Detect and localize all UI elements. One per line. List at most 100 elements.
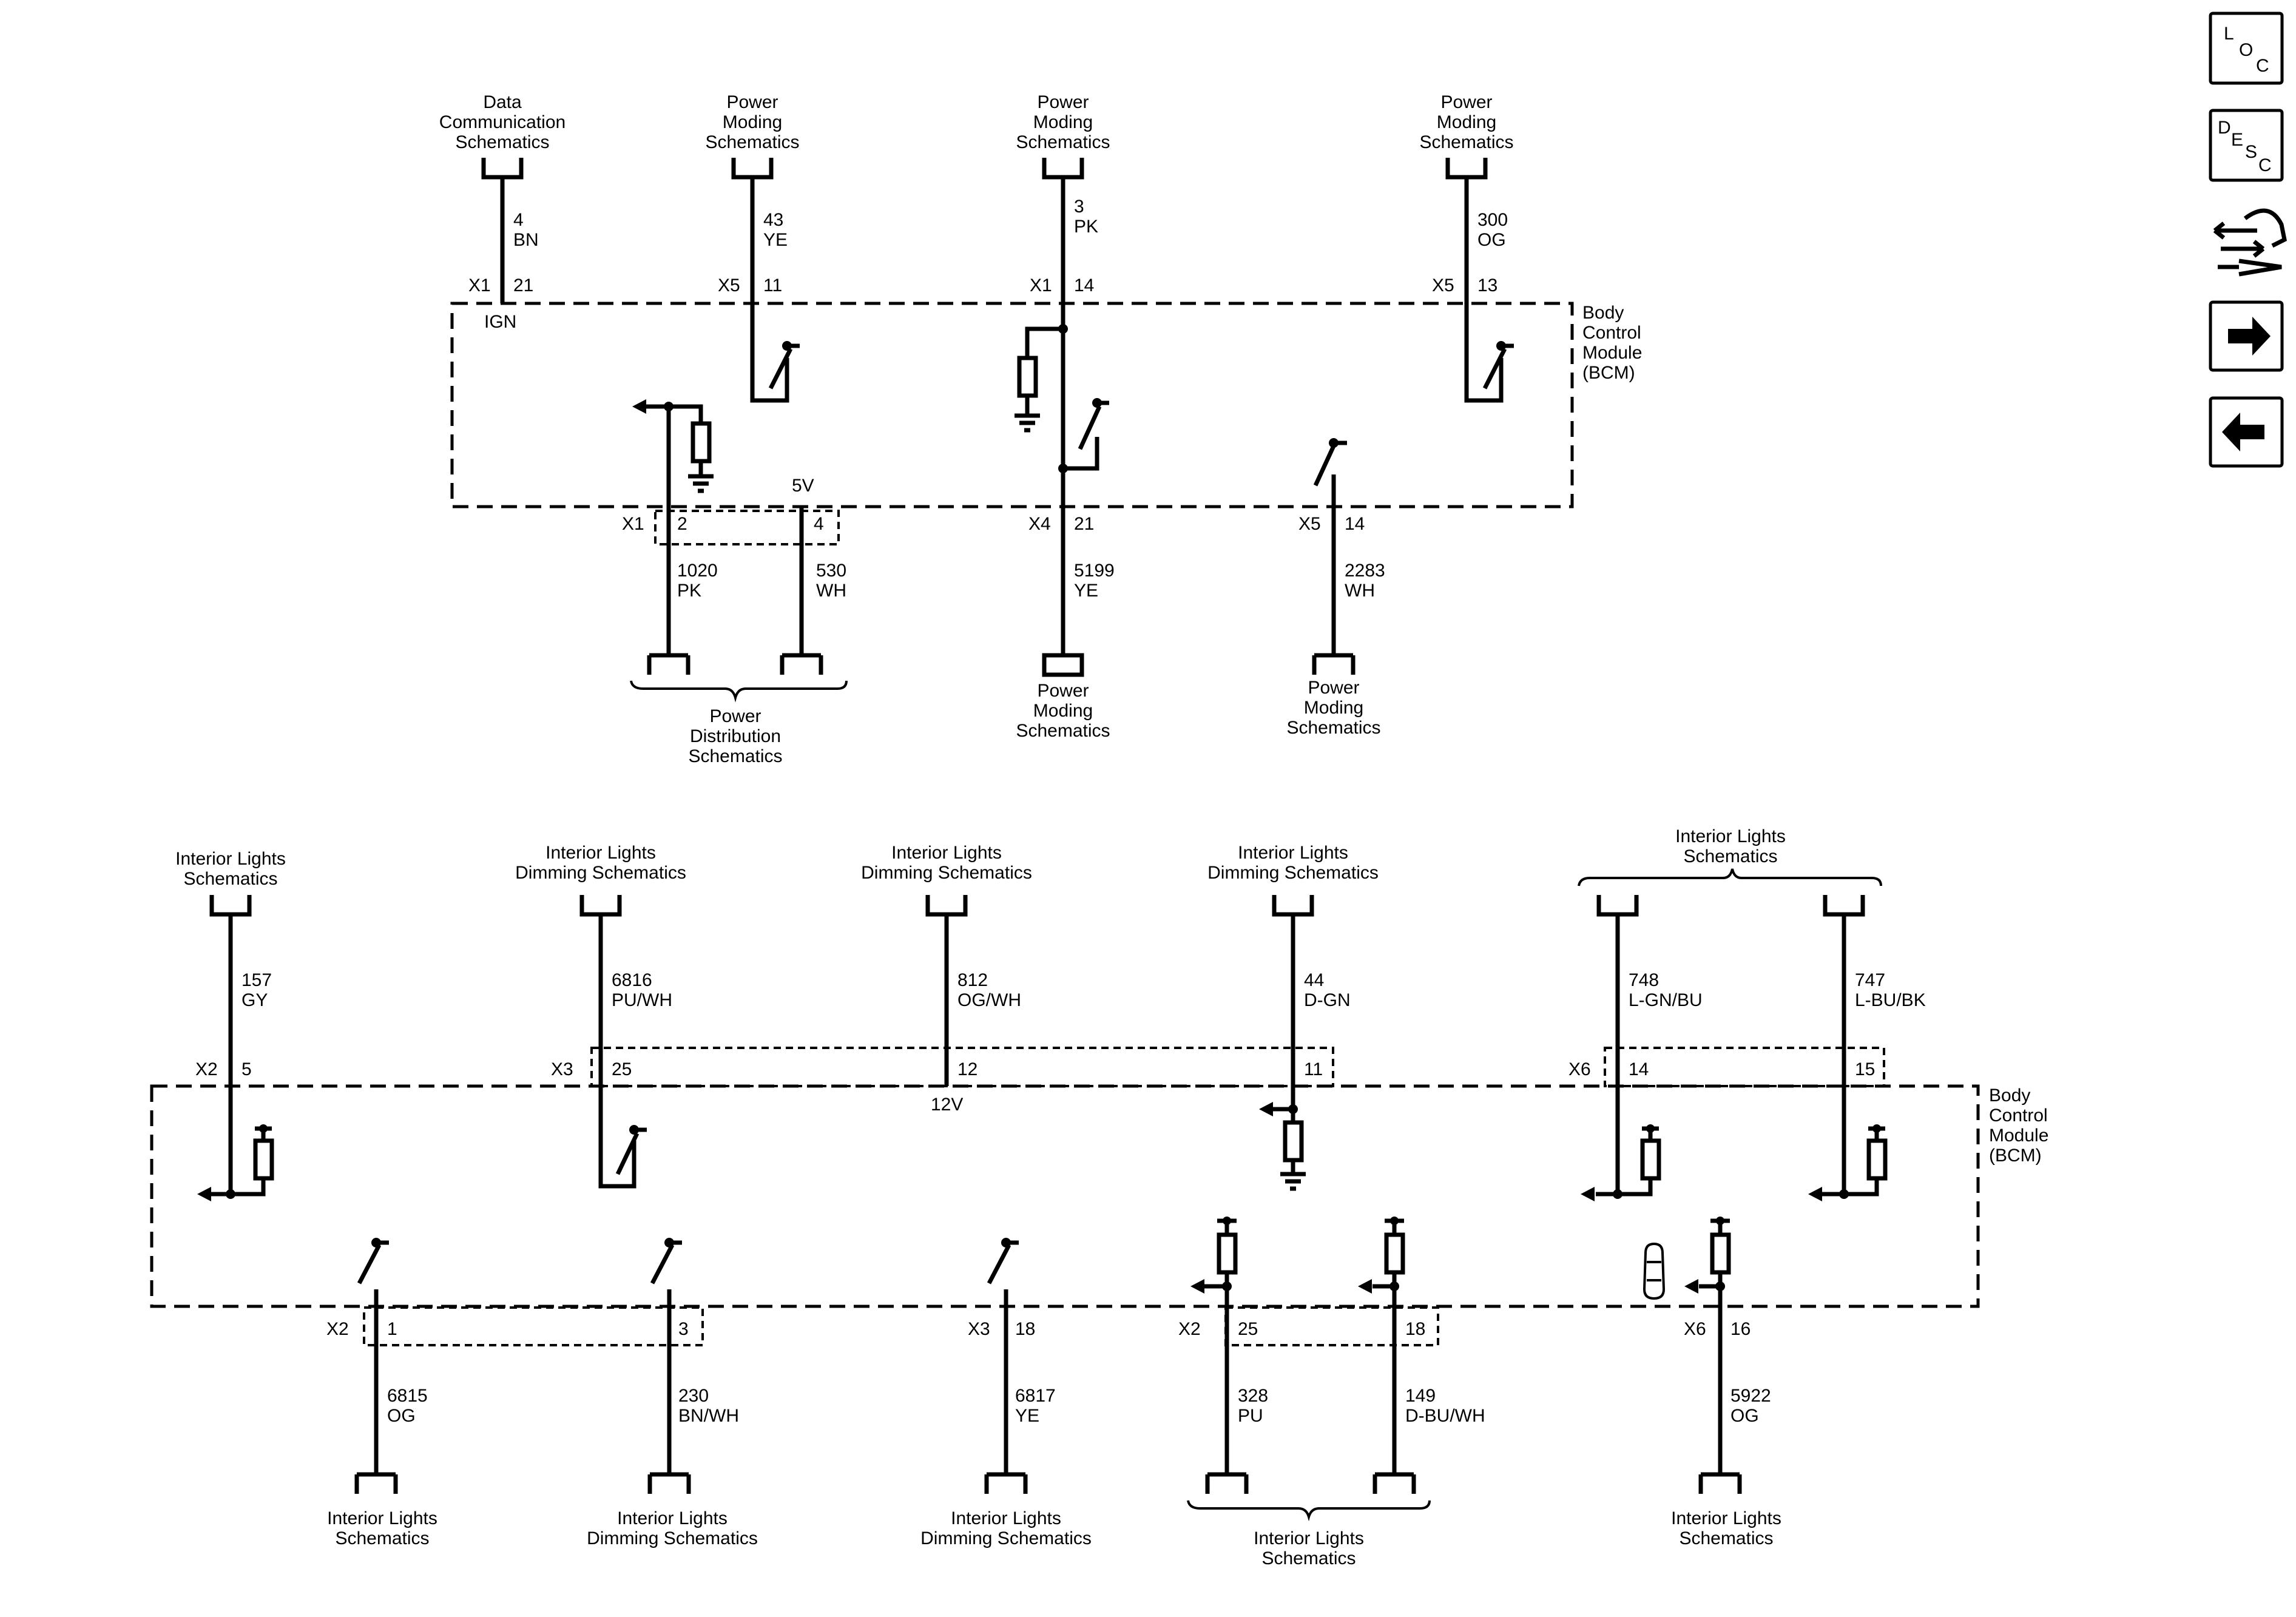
svg-text:OG: OG [1730,1406,1759,1426]
svg-text:14: 14 [1629,1059,1649,1079]
svg-text:Schematics: Schematics [455,132,549,152]
svg-text:WH: WH [816,581,846,601]
svg-text:Moding: Moding [1304,698,1363,718]
svg-text:Interior Lights: Interior Lights [1675,826,1786,846]
connector-swap-icon[interactable] [2213,208,2287,277]
svg-text:Communication: Communication [439,112,566,132]
svg-text:16: 16 [1730,1319,1751,1339]
bcm-module-bottom-boundary [150,1084,1980,1308]
desc-button[interactable]: D E S C [2209,109,2284,182]
svg-text:PU: PU [1238,1406,1263,1426]
svg-text:Interior Lights: Interior Lights [1254,1528,1364,1548]
svg-text:Interior Lights: Interior Lights [175,849,286,869]
svg-text:Schematics: Schematics [183,869,277,889]
svg-text:747: 747 [1855,970,1885,990]
svg-text:X5: X5 [718,275,740,295]
svg-text:OG: OG [387,1406,416,1426]
svg-text:748: 748 [1629,970,1659,990]
svg-text:Schematics: Schematics [1419,132,1513,152]
power-distribution-dest: Power Distribution Schematics [630,680,848,766]
svg-text:S: S [2245,142,2257,162]
svg-text:Body: Body [1989,1085,2030,1106]
interior-lights-dest-group: Interior Lights Schematics [1187,1500,1431,1568]
circuit-6817: X3 18 6817 YE Interior Lights Dimming Sc… [920,1238,1092,1548]
svg-text:X5: X5 [1298,514,1321,534]
svg-text:D-BU/WH: D-BU/WH [1405,1406,1485,1426]
svg-text:E: E [2231,130,2243,150]
svg-text:Data: Data [483,92,522,112]
svg-text:X4: X4 [1028,514,1051,534]
svg-text:Moding: Moding [723,112,782,132]
svg-text:D-GN: D-GN [1304,990,1351,1010]
svg-text:X1: X1 [468,275,491,295]
svg-text:Power: Power [1440,92,1492,112]
svg-text:L: L [2224,24,2234,44]
svg-text:25: 25 [612,1059,632,1079]
svg-text:300: 300 [1477,210,1508,230]
svg-text:X1: X1 [622,514,644,534]
circuit-1020: 1020 PK X1 2 [622,399,718,675]
svg-text:Schematics: Schematics [1679,1528,1773,1548]
svg-text:21: 21 [1074,514,1094,534]
svg-text:13: 13 [1477,275,1497,295]
svg-text:5199: 5199 [1074,561,1115,581]
circuit-2283: 2283 WH X5 14 Power Moding Schematics [1286,438,1385,738]
svg-text:Interior Lights: Interior Lights [617,1508,728,1528]
connector-x3-shield [590,1047,1334,1087]
circuit-748: Interior Lights Schematics 748 L-GN/BU X… [1568,826,1882,1201]
svg-text:812: 812 [957,970,988,990]
svg-text:6815: 6815 [387,1386,428,1406]
svg-text:Interior Lights: Interior Lights [1671,1508,1781,1528]
circuit-6815: 1 X2 6815 OG Interior Lights Schematics [326,1238,437,1548]
svg-text:X2: X2 [326,1319,349,1339]
svg-text:YE: YE [1074,581,1098,601]
svg-text:Schematics: Schematics [1016,721,1110,741]
svg-text:Body: Body [1582,303,1624,323]
svg-text:X1: X1 [1030,275,1052,295]
svg-text:YE: YE [1015,1406,1039,1426]
svg-text:PK: PK [677,581,701,601]
circuit-747: 747 L-BU/BK 15 [1808,895,1926,1201]
svg-text:OG: OG [1477,230,1506,250]
svg-text:Power: Power [1037,92,1089,112]
svg-text:Schematics: Schematics [1286,718,1380,738]
svg-text:Interior Lights: Interior Lights [545,843,656,863]
svg-text:14: 14 [1345,514,1365,534]
svg-text:1020: 1020 [677,561,718,581]
circuit-5199: 5199 YE X4 21 Power Moding Schematics [1016,514,1114,741]
svg-text:Schematics: Schematics [335,1528,429,1548]
loc-button[interactable]: L O C [2209,12,2284,85]
circuit-328: X2 25 328 PU [1178,1217,1268,1494]
svg-text:4: 4 [814,514,824,534]
svg-text:(BCM): (BCM) [1582,363,1635,383]
svg-text:Schematics: Schematics [688,746,782,766]
svg-text:PU/WH: PU/WH [612,990,672,1010]
svg-text:2283: 2283 [1345,561,1385,581]
previous-arrow-icon[interactable] [2209,396,2284,468]
bcm-label-top: Body Control Module (BCM) [1582,303,1642,383]
connector-x2-shield-b [1224,1306,1439,1346]
svg-text:X3: X3 [551,1059,573,1079]
svg-text:25: 25 [1238,1319,1258,1339]
svg-text:5922: 5922 [1730,1386,1771,1406]
svg-text:Interior Lights: Interior Lights [1238,843,1348,863]
svg-text:Distribution: Distribution [690,726,781,746]
svg-text:12V: 12V [931,1095,963,1115]
svg-text:IGN: IGN [484,312,516,332]
svg-text:12: 12 [957,1059,977,1079]
svg-text:4: 4 [513,210,524,230]
svg-text:Dimming Schematics: Dimming Schematics [1207,863,1379,883]
svg-text:X3: X3 [968,1319,990,1339]
circuit-6816: Interior Lights Dimming Schematics 6816 … [515,843,686,1189]
svg-text:1: 1 [387,1319,397,1339]
svg-text:Interior Lights: Interior Lights [951,1508,1061,1528]
svg-text:18: 18 [1015,1319,1035,1339]
svg-text:X6: X6 [1568,1059,1591,1079]
svg-text:Interior Lights: Interior Lights [327,1508,437,1528]
next-arrow-icon[interactable] [2209,300,2284,372]
svg-text:YE: YE [763,230,788,250]
svg-text:3: 3 [1074,197,1084,217]
svg-text:OG/WH: OG/WH [957,990,1021,1010]
svg-text:Module: Module [1582,343,1642,363]
